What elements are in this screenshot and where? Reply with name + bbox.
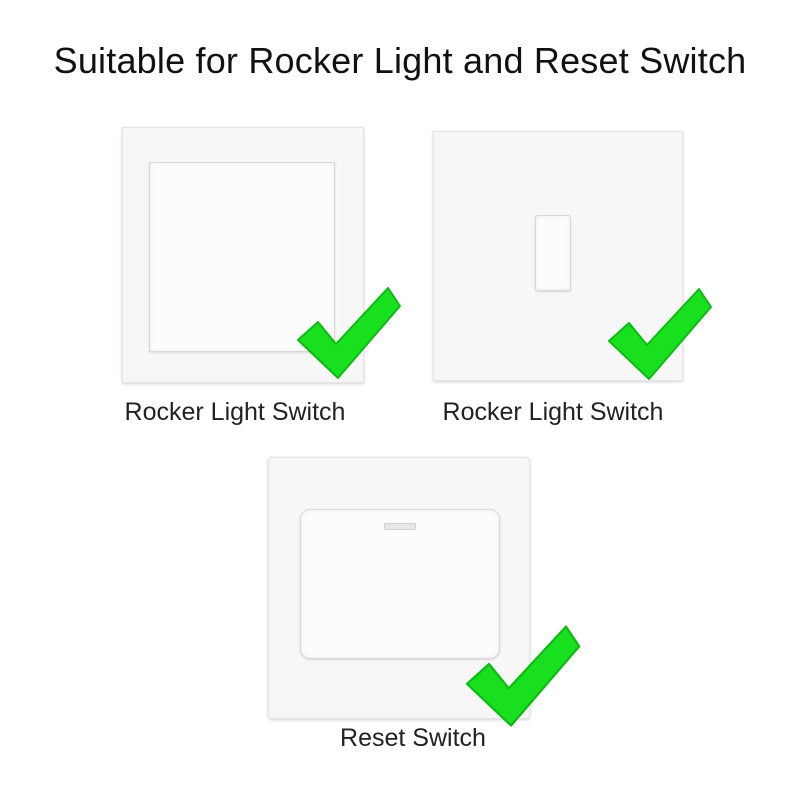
indicator-led [384,523,416,530]
rocker-paddle [535,215,571,291]
check-icon [608,288,712,380]
switch-caption-3: Reset Switch [340,724,486,752]
page-headline: Suitable for Rocker Light and Reset Swit… [53,40,747,81]
switch-caption-1: Rocker Light Switch [124,398,346,426]
rocker-light-switch-1 [122,127,364,383]
check-icon [465,625,581,727]
switch-caption-2: Rocker Light Switch [442,398,664,426]
reset-paddle [300,509,500,659]
rocker-paddle [149,162,335,352]
check-icon [297,287,401,379]
